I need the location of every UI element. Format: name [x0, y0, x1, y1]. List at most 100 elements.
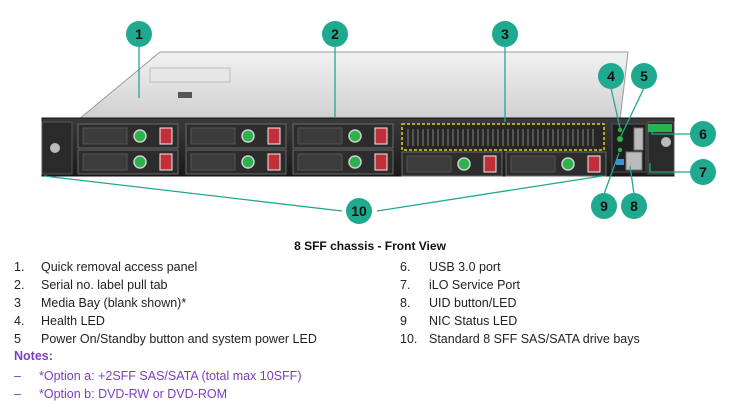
- drive-bay-1[interactable]: [77, 123, 179, 149]
- drive-bay-grid: [77, 123, 607, 177]
- legend-item: 1. Quick removal access panel: [14, 258, 394, 276]
- legend-item: 8. UID button/LED: [400, 294, 730, 312]
- svg-text:2: 2: [331, 26, 339, 42]
- legend-item-number: 1.: [14, 260, 25, 274]
- legend-item-text: UID button/LED: [429, 296, 517, 310]
- callout-5: 5: [631, 63, 657, 89]
- usb-port[interactable]: [633, 127, 644, 151]
- drive-bay-latch[interactable]: [374, 127, 388, 145]
- svg-text:8: 8: [630, 198, 638, 214]
- legend-left-column: 1. Quick removal access panel 2. Serial no.…: [14, 258, 394, 348]
- callout-2: 2: [322, 21, 348, 47]
- server-front-view-diagram: 1 2 3 4 5 6 7 8 9 10: [41, 21, 716, 224]
- callout-8: 8: [621, 193, 647, 219]
- figure-caption: 8 SFF chassis - Front View: [294, 239, 446, 253]
- drive-bay-led: [241, 155, 255, 169]
- drive-bay-latch[interactable]: [159, 153, 173, 171]
- legend-item: 7. iLO Service Port: [400, 276, 730, 294]
- drive-bay-8[interactable]: [505, 151, 607, 177]
- legend-item: 5 Power On/Standby button and system powe…: [14, 330, 394, 348]
- legend-item-text: Serial no. label pull tab: [41, 278, 168, 292]
- drive-bay-latch[interactable]: [267, 127, 281, 145]
- drive-bay-led: [457, 157, 471, 171]
- drive-bay-led: [348, 155, 362, 169]
- legend-item-number: 8.: [400, 296, 411, 310]
- health-led: [617, 127, 623, 133]
- note-text: *Option b: DVD-RW or DVD-ROM: [39, 387, 227, 401]
- legend-item: 2. Serial no. label pull tab: [14, 276, 394, 294]
- left-ear-screw: [50, 143, 60, 153]
- svg-text:9: 9: [600, 198, 608, 214]
- drive-bay-5[interactable]: [185, 149, 287, 175]
- drive-bay-3[interactable]: [292, 123, 394, 149]
- svg-text:4: 4: [607, 68, 615, 84]
- legend-item-number: 5: [14, 332, 21, 346]
- callout-1: 1: [126, 21, 152, 47]
- callout-markers: 1 2 3 4 5 6 7 8 9 10: [126, 21, 716, 224]
- svg-text:5: 5: [640, 68, 648, 84]
- callout-line-5: [620, 87, 645, 137]
- top-panel-handle: [178, 92, 192, 98]
- legend-item-number: 3: [14, 296, 21, 310]
- legend-item-number: 2.: [14, 278, 25, 292]
- callout-3: 3: [492, 21, 518, 47]
- drive-bay-led: [561, 157, 575, 171]
- legend-item-text: Health LED: [41, 314, 105, 328]
- notes-title: Notes:: [14, 349, 53, 363]
- legend-item-number: 6.: [400, 260, 411, 274]
- legend-right-column: 6. USB 3.0 port 7. iLO Service Port 8. UID bu…: [400, 258, 730, 348]
- note-text: *Option a: +2SFF SAS/SATA (total max 10S…: [39, 369, 302, 383]
- legend-item-number: 10.: [400, 332, 418, 346]
- legend-item: 10. Standard 8 SFF SAS/SATA drive bays: [400, 330, 730, 348]
- drive-bay-4[interactable]: [77, 149, 179, 175]
- drive-bay-latch[interactable]: [159, 127, 173, 145]
- legend-item-text: Quick removal access panel: [41, 260, 198, 274]
- callout-line-10b: [376, 175, 603, 212]
- legend-item-text: Media Bay (blank shown)*: [41, 296, 187, 310]
- callout-10: 10: [346, 198, 372, 224]
- callout-line-7: [649, 163, 691, 173]
- drive-bay-7[interactable]: [401, 151, 503, 177]
- drive-bay-latch[interactable]: [374, 153, 388, 171]
- legend-item-text: Standard 8 SFF SAS/SATA drive bays: [429, 332, 640, 346]
- legend-item-number: 4.: [14, 314, 25, 328]
- legend-item-number: 7.: [400, 278, 411, 292]
- callout-line-8: [629, 165, 635, 195]
- bezel-badge: [648, 124, 672, 132]
- drive-bay-latch[interactable]: [483, 155, 497, 173]
- callout-line-4: [610, 87, 621, 129]
- chassis-top-panel: [76, 51, 629, 121]
- legend-item-text: USB 3.0 port: [429, 260, 501, 274]
- right-ear-screw: [661, 137, 671, 147]
- callout-4: 4: [598, 63, 624, 89]
- drive-bay-latch[interactable]: [267, 153, 281, 171]
- svg-text:7: 7: [699, 164, 707, 180]
- legend-item: 4. Health LED: [14, 312, 394, 330]
- callout-6: 6: [690, 121, 716, 147]
- legend-item-text: iLO Service Port: [429, 278, 521, 292]
- callout-9: 9: [591, 193, 617, 219]
- legend-item: 6. USB 3.0 port: [400, 258, 730, 276]
- note-dash: –: [14, 369, 21, 383]
- drive-bay-2[interactable]: [185, 123, 287, 149]
- uid-button[interactable]: [616, 159, 624, 165]
- note-dash: –: [14, 387, 21, 401]
- callout-line-6: [651, 126, 691, 135]
- svg-text:6: 6: [699, 126, 707, 142]
- legend-item-text: Power On/Standby button and system power…: [41, 332, 317, 346]
- legend-item-number: 9: [400, 314, 407, 328]
- drive-bay-led: [241, 129, 255, 143]
- ilo-service-port[interactable]: [625, 151, 643, 171]
- drive-bay-led: [133, 155, 147, 169]
- power-button[interactable]: [617, 136, 623, 142]
- drive-bay-latch[interactable]: [587, 155, 601, 173]
- media-bay-vents: [407, 129, 594, 146]
- drive-bay-6[interactable]: [292, 149, 394, 175]
- callout-line-9: [603, 152, 620, 195]
- drive-bay-led: [133, 129, 147, 143]
- svg-text:10: 10: [351, 203, 367, 219]
- drive-bay-led: [348, 129, 362, 143]
- svg-text:3: 3: [501, 26, 509, 42]
- legend-item: 3 Media Bay (blank shown)*: [14, 294, 394, 312]
